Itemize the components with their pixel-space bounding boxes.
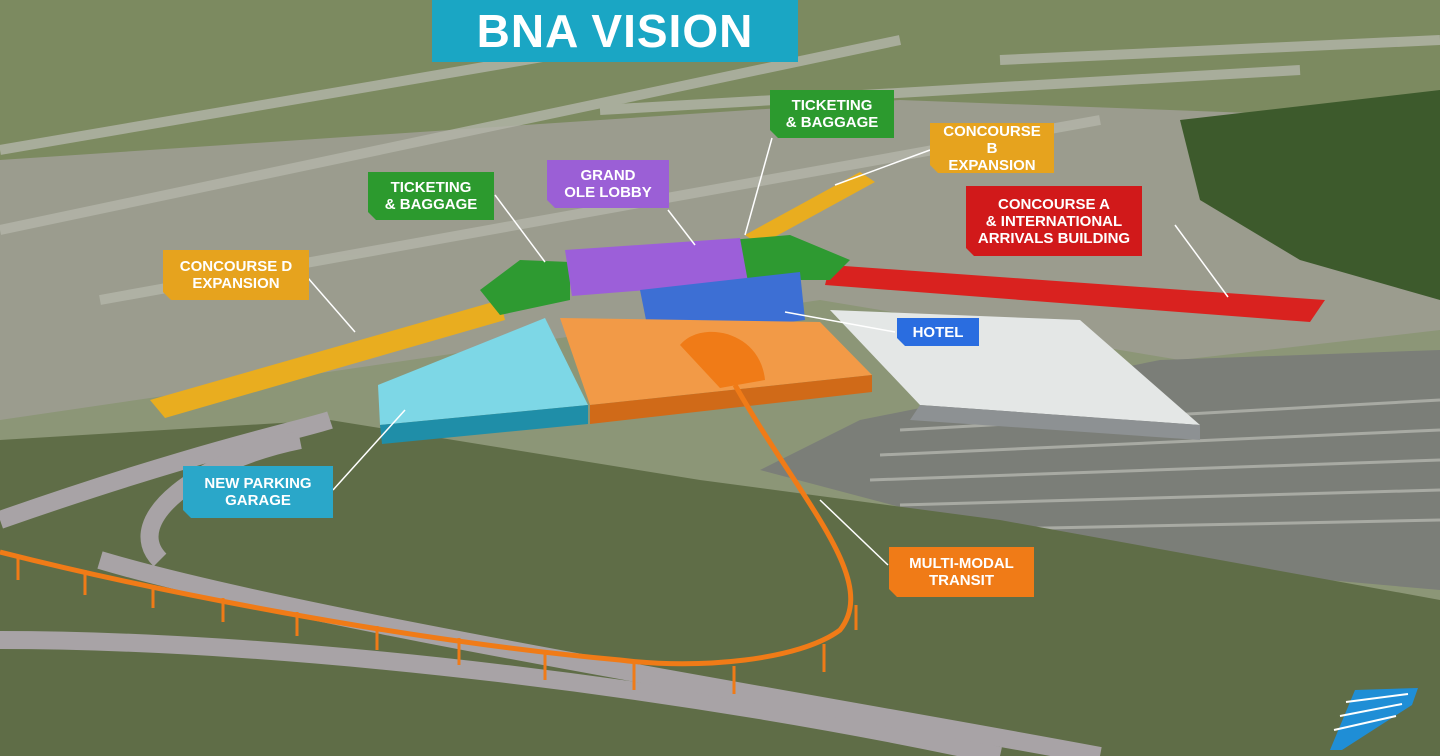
bna-logo-icon <box>1330 688 1418 750</box>
transit-rail-pylons <box>16 555 858 694</box>
label-concourse-d-expansion: CONCOURSE D EXPANSION <box>163 250 309 300</box>
transit-rail-line <box>0 383 854 667</box>
leader-lines <box>307 137 1229 566</box>
label-grand-ole-lobby: GRAND OLE LOBBY <box>547 160 669 208</box>
existing-garage-side <box>910 405 1200 440</box>
ticketing-right-building <box>730 235 850 280</box>
concourse-a-building <box>825 265 1325 322</box>
ticketing-left-building <box>480 260 570 315</box>
label-ticketing-baggage-left: TICKETING & BAGGAGE <box>368 172 494 220</box>
label-concourse-b-expansion: CONCOURSE B EXPANSION <box>930 123 1054 173</box>
label-hotel: HOTEL <box>897 318 979 346</box>
grand-ole-lobby-building <box>565 238 748 296</box>
access-roads <box>0 411 1102 756</box>
label-new-parking-garage: NEW PARKING GARAGE <box>183 466 333 518</box>
new-parking-garage-side <box>380 405 588 444</box>
label-multi-modal-transit: MULTI-MODAL TRANSIT <box>889 547 1034 597</box>
tree-line <box>1180 90 1440 300</box>
label-ticketing-baggage-center: TICKETING & BAGGAGE <box>770 90 894 138</box>
transit-canopy <box>680 331 765 388</box>
parking-garage-orange-side <box>590 375 872 424</box>
label-concourse-a-international: CONCOURSE A & INTERNATIONAL ARRIVALS BUI… <box>966 186 1142 256</box>
map-title: BNA VISION <box>432 0 798 62</box>
new-parking-garage-roof <box>378 318 588 425</box>
concourse-d-building <box>150 300 505 418</box>
concourse-b-building <box>745 172 875 245</box>
grass-field-foreground <box>0 420 1440 756</box>
